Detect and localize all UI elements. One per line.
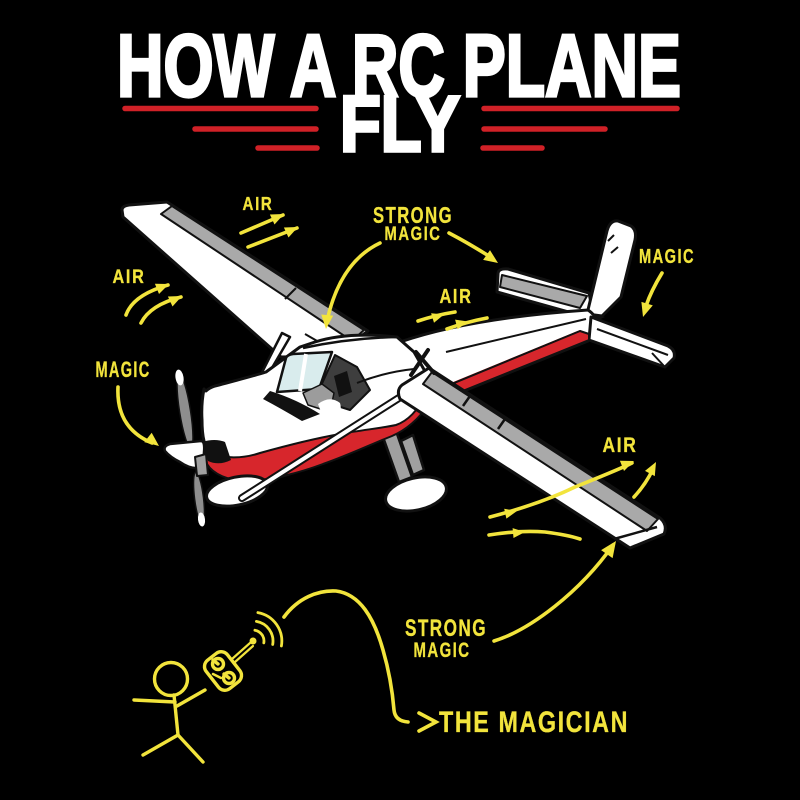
svg-text:AIR: AIR <box>440 286 473 308</box>
svg-text:AIR: AIR <box>243 194 274 214</box>
svg-text:MAGIC: MAGIC <box>96 357 151 382</box>
svg-text:MAGIC: MAGIC <box>414 639 471 662</box>
svg-text:STRONG: STRONG <box>405 615 487 642</box>
svg-text:MAGIC: MAGIC <box>385 224 442 245</box>
svg-text:THE MAGICIAN: THE MAGICIAN <box>439 706 629 739</box>
svg-text:HOW A RC PLANE: HOW A RC PLANE <box>117 16 681 115</box>
svg-text:AIR: AIR <box>603 434 638 457</box>
svg-text:FLY: FLY <box>340 79 460 168</box>
svg-text:AIR: AIR <box>113 267 146 288</box>
svg-text:STRONG: STRONG <box>373 202 453 228</box>
svg-text:MAGIC: MAGIC <box>639 246 695 268</box>
